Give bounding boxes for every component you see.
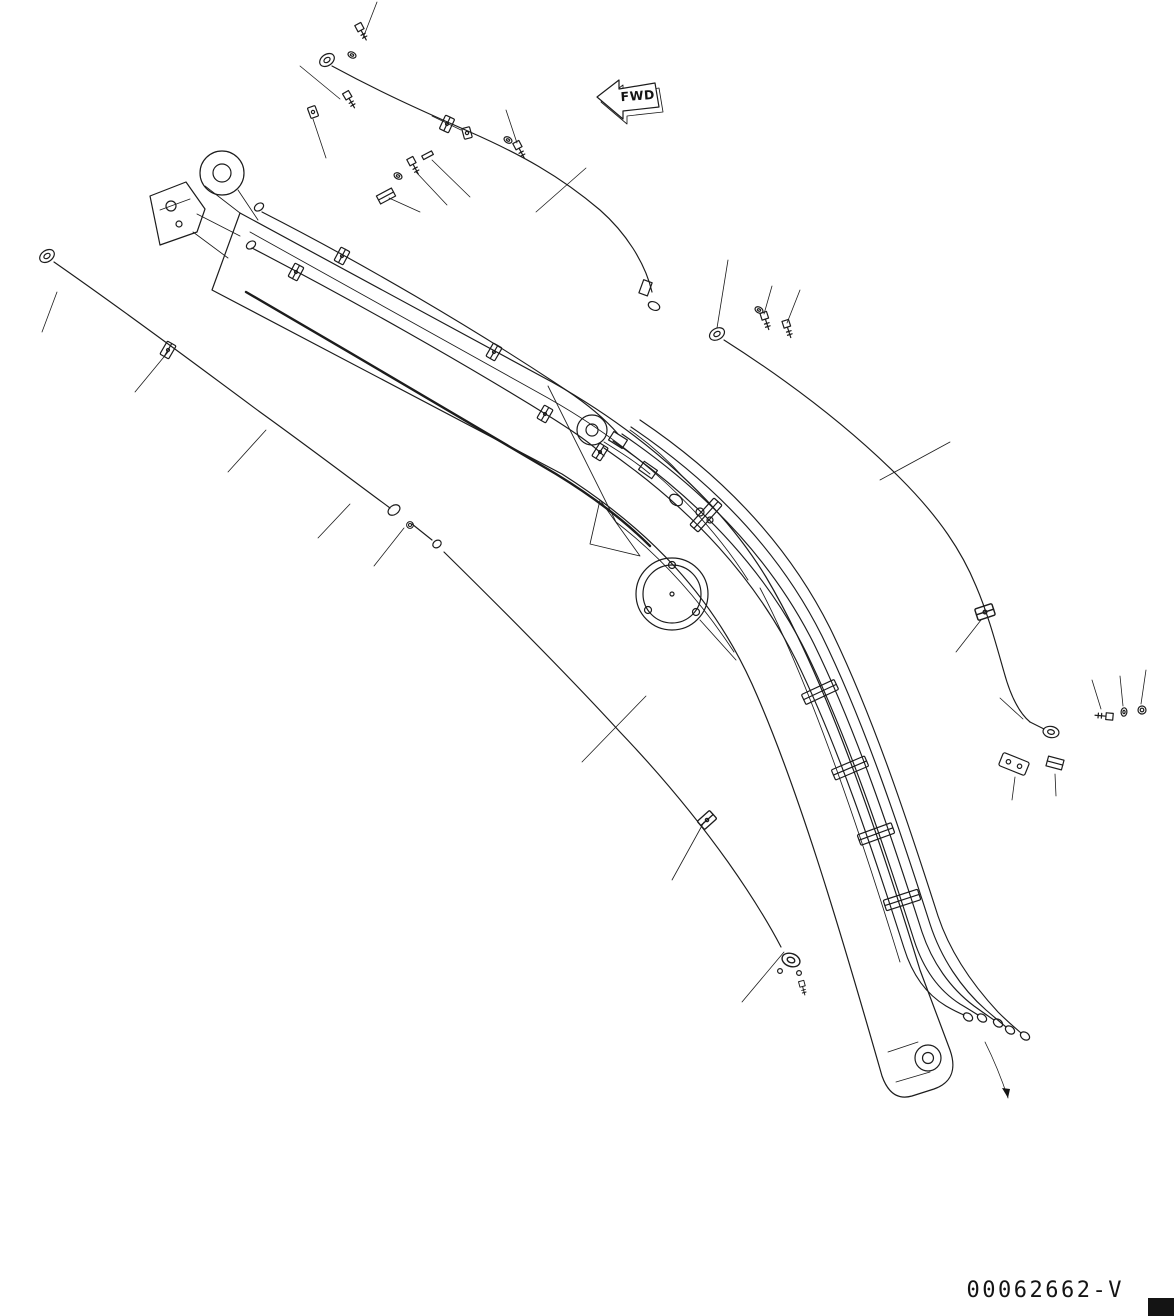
manifold-cluster	[603, 429, 714, 524]
washer	[346, 49, 358, 61]
bolt	[354, 21, 370, 43]
drawing-number: 00062662-V	[967, 1278, 1124, 1303]
upper-hydraulic-tube	[316, 50, 661, 312]
boom-foot-pin-boss	[149, 150, 259, 259]
spacer-block	[375, 187, 397, 205]
bolt	[341, 89, 359, 111]
fwd-label: FWD	[620, 87, 655, 104]
bolt	[1094, 711, 1114, 721]
clamp-bracket	[998, 752, 1030, 776]
right-hydraulic-tube	[706, 304, 1147, 776]
bolt	[406, 155, 422, 177]
bolt	[798, 979, 808, 997]
tube-clamp	[438, 114, 456, 134]
left-hydraulic-tube	[36, 246, 433, 541]
spacer-block	[1045, 755, 1065, 771]
washer	[1120, 706, 1128, 718]
flanged-fitting	[779, 950, 803, 970]
corner-mark	[1148, 1298, 1174, 1316]
hose-guide-disc	[635, 557, 709, 631]
washer	[392, 170, 404, 182]
clip	[461, 126, 473, 140]
tube-clamp	[333, 246, 351, 266]
pin	[421, 150, 434, 161]
boom-top-tube-bundle	[244, 202, 1031, 1099]
fwd-direction-icon: FWD	[596, 79, 664, 125]
flanged-fitting	[1041, 724, 1061, 740]
bolt	[759, 310, 773, 332]
tube-clamp	[696, 809, 718, 831]
clip	[306, 104, 320, 120]
bolt	[781, 318, 795, 340]
tube-clamp	[973, 602, 997, 622]
lower-left-hydraulic-tube	[432, 539, 808, 997]
boom-assembly	[149, 150, 954, 1098]
top-hardware	[306, 21, 528, 205]
nut	[1137, 705, 1147, 715]
boom-tip-pin-boss	[914, 1044, 942, 1072]
washer	[502, 134, 514, 146]
leader-lines	[41, 1, 1147, 1003]
